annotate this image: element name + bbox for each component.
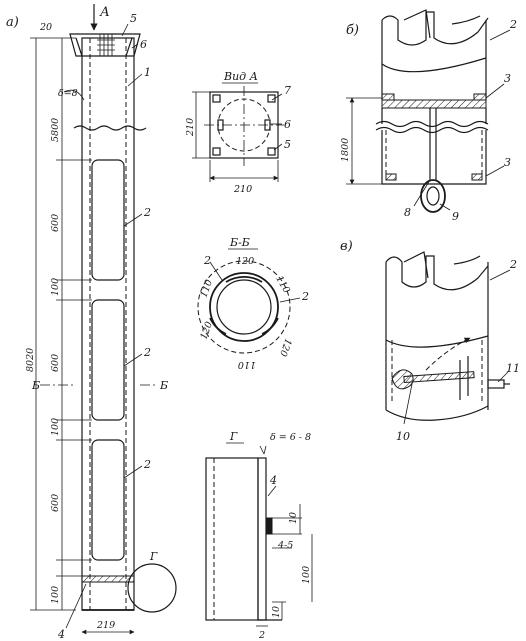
callout-5b: 5	[284, 138, 291, 151]
view-arrow-label: А	[99, 5, 110, 20]
callout-2g: 2	[509, 258, 517, 271]
callout-8: 8	[404, 206, 411, 219]
detail-g-wall: δ = 6 - 8	[270, 432, 311, 443]
thread-marks	[97, 34, 115, 56]
section-outer-ring	[209, 272, 279, 342]
dim-gap1: 100	[50, 278, 61, 296]
detail-g-d2: 2	[258, 630, 265, 641]
section-mark-left: Б	[31, 379, 40, 392]
dim-total: 8020	[25, 348, 36, 372]
callout-6: 6	[140, 38, 147, 51]
callout-10: 10	[396, 430, 410, 443]
callout-2d: 2	[203, 254, 211, 267]
callout-2f: 2	[509, 18, 517, 31]
section-bb: Б-Б 120 110 110 120 120 110 2 2	[197, 236, 309, 370]
callout-4: 4	[57, 628, 65, 641]
window-middle	[91, 299, 125, 421]
view-a-width: 210	[233, 184, 252, 195]
dim-bottom: 100	[50, 586, 61, 604]
callout-5: 5	[130, 12, 137, 25]
window-upper	[91, 159, 125, 281]
detail-g-d10a: 10	[288, 512, 299, 524]
view-a-bolts	[212, 94, 276, 156]
view-a: Вид А 210 210 7 6 5	[185, 70, 291, 195]
detail-g-weld	[265, 517, 273, 535]
callout-3b: 3	[504, 156, 511, 169]
dim-win1: 600	[50, 214, 61, 232]
callout-2c: 2	[143, 458, 151, 471]
section-d110-right: 110	[273, 274, 292, 295]
callout-9: 9	[452, 210, 459, 223]
detail-mark: Г	[149, 550, 158, 563]
callout-11: 11	[506, 362, 520, 375]
callout-3a: 3	[504, 72, 511, 85]
dim-1800: 1800	[340, 138, 351, 162]
panel-b-cut-top	[381, 11, 489, 46]
dim-diameter: 219	[96, 620, 115, 631]
detail-g-wall-plate	[257, 457, 267, 621]
callout-7: 7	[284, 84, 291, 97]
view-a-height: 210	[185, 118, 196, 137]
section-d120-right: 120	[277, 337, 294, 358]
section-dim-circle	[197, 260, 291, 354]
callout-1: 1	[144, 66, 151, 79]
detail-g-d10b: 10	[271, 606, 282, 618]
panel-label-a: а)	[6, 15, 19, 30]
panel-b: б) 1800 2 3 3 8 9	[340, 9, 517, 223]
detail-g-gap: 4-5	[277, 540, 293, 551]
panel-a-column: а) А Б Б Г δ=8	[6, 4, 177, 641]
panel-label-b: б)	[346, 23, 359, 38]
callout-2e: 2	[301, 290, 309, 303]
callout-2b: 2	[143, 346, 151, 359]
bottom-band	[81, 575, 135, 583]
callout-4b: 4	[269, 474, 277, 487]
section-mark-right: Б	[159, 379, 168, 392]
panel-v-cut-top	[385, 255, 489, 291]
section-d110-bottom: 110	[238, 359, 256, 370]
dim-upper: 5800	[50, 118, 61, 142]
top-cap	[69, 33, 141, 57]
view-a-title: Вид А	[223, 70, 258, 83]
dim-win2: 600	[50, 354, 61, 372]
section-d120-left: 120	[198, 320, 215, 341]
panel-label-v: в)	[340, 239, 353, 254]
section-inner-ring	[216, 279, 272, 335]
panel-b-lower-body	[381, 130, 487, 185]
wall-thickness: δ=8	[58, 88, 78, 99]
window-lower	[91, 439, 125, 561]
detail-g-title: Г	[229, 430, 238, 443]
column-body	[81, 37, 135, 611]
detail-g: Г δ = 6 - 8 10 4-5 100 10 2 4	[205, 430, 313, 641]
panel-v: в) 2 11 10	[340, 239, 520, 443]
callout-2a: 2	[143, 206, 151, 219]
dim-gap2: 100	[50, 418, 61, 436]
panel-b-plate	[381, 99, 487, 109]
detail-circle	[127, 563, 177, 613]
panel-v-bolt	[487, 379, 505, 389]
dim-top: 20	[39, 22, 52, 33]
panel-b-eye	[420, 179, 446, 213]
callout-6b: 6	[284, 118, 291, 131]
dim-win3: 600	[50, 494, 61, 512]
panel-v-plate	[403, 371, 475, 384]
detail-g-d100: 100	[301, 566, 312, 584]
break-line	[73, 125, 147, 131]
section-bb-title: Б-Б	[229, 236, 250, 249]
section-d120-top: 120	[236, 256, 254, 267]
